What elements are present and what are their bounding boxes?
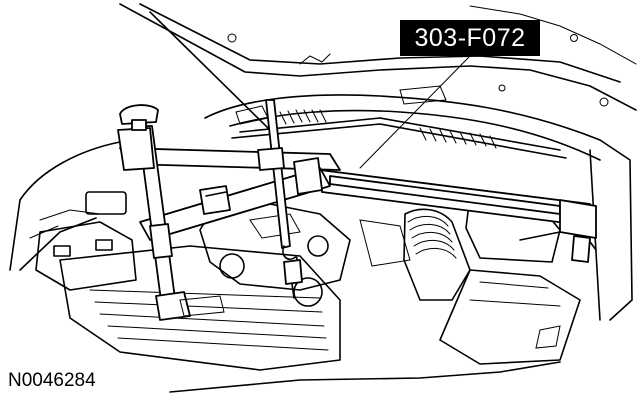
- air-intake-duct: [403, 208, 471, 301]
- tool-number-label: 303-F072: [400, 20, 540, 56]
- cowl-wiper-area: [204, 94, 601, 161]
- raised-hood: [119, 3, 637, 111]
- left-fender: [9, 141, 127, 271]
- hood-prop-rod: [149, 11, 269, 129]
- tool-leader-line: [359, 55, 471, 169]
- battery: [35, 221, 137, 291]
- engine-components: [199, 202, 411, 307]
- front-bumper-edge: [169, 361, 561, 393]
- misc-details: [179, 84, 561, 349]
- figure-reference-number: N0046284: [8, 370, 96, 391]
- engine-support-tool: [117, 99, 597, 321]
- radiator-support: [59, 245, 341, 371]
